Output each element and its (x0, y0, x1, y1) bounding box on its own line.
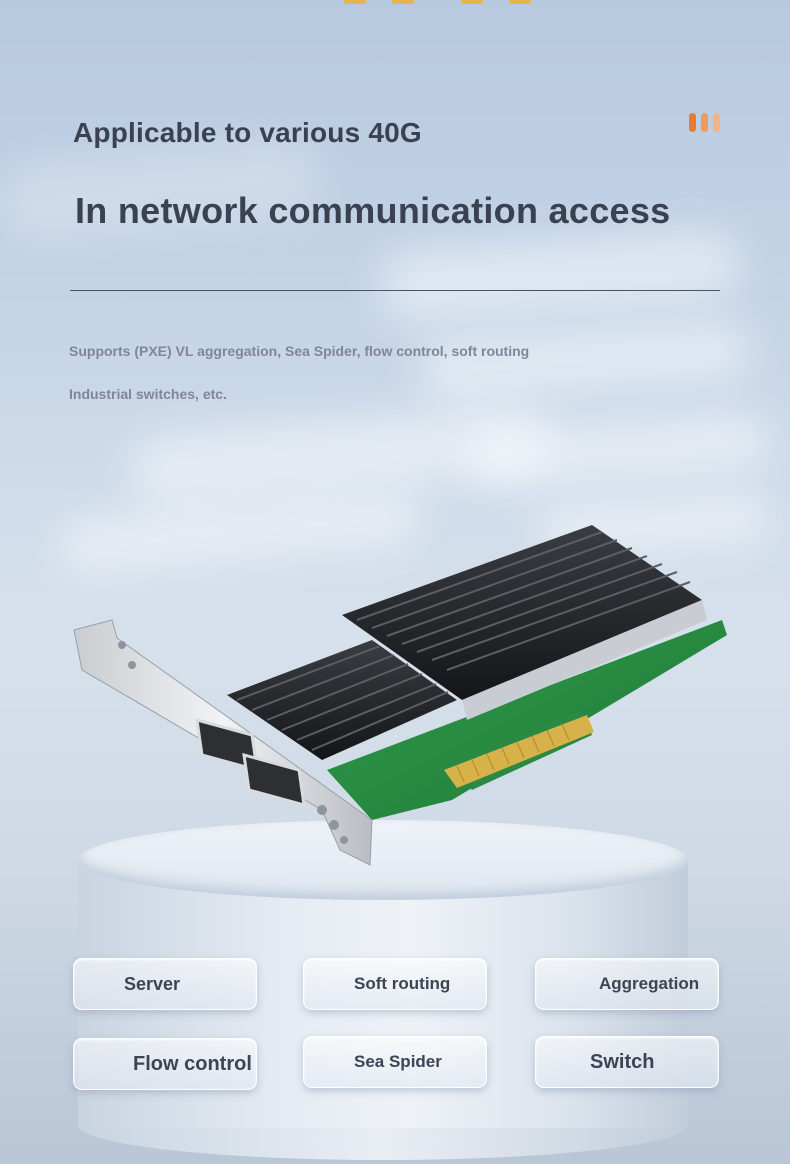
description-line-1: Supports (PXE) VL aggregation, Sea Spide… (69, 343, 530, 359)
headline-secondary: In network communication access (75, 190, 671, 231)
accent-bars-icon (689, 113, 720, 132)
divider (70, 290, 720, 291)
network-card-image (73, 525, 727, 866)
podium-top (78, 820, 688, 900)
headline-primary: Applicable to various 40G (73, 117, 422, 148)
light-streak (377, 227, 743, 323)
accent-bar (689, 113, 696, 132)
application-chip-flow-control[interactable]: Flow control (73, 1038, 257, 1090)
chip-label: Sea Spider (354, 1052, 442, 1071)
application-chip-soft-routing[interactable]: Soft routing (303, 958, 487, 1010)
chip-label: Aggregation (599, 974, 700, 993)
chip-label: Flow control (133, 1052, 252, 1075)
application-chip-server[interactable]: Server (73, 958, 257, 1010)
light-streak (418, 318, 752, 402)
top-decoration (0, 0, 790, 6)
application-chip-aggregation[interactable]: Aggregation (535, 958, 719, 1010)
accent-bar (713, 113, 720, 132)
chip-label: Server (124, 973, 181, 994)
accent-bar (701, 113, 708, 132)
chip-label: Switch (590, 1050, 655, 1073)
description-line-2: Industrial switches, etc. (69, 386, 227, 402)
chip-label: Soft routing (354, 974, 451, 993)
application-chip-switch[interactable]: Switch (535, 1036, 719, 1088)
application-chip-sea-spider[interactable]: Sea Spider (303, 1036, 487, 1088)
